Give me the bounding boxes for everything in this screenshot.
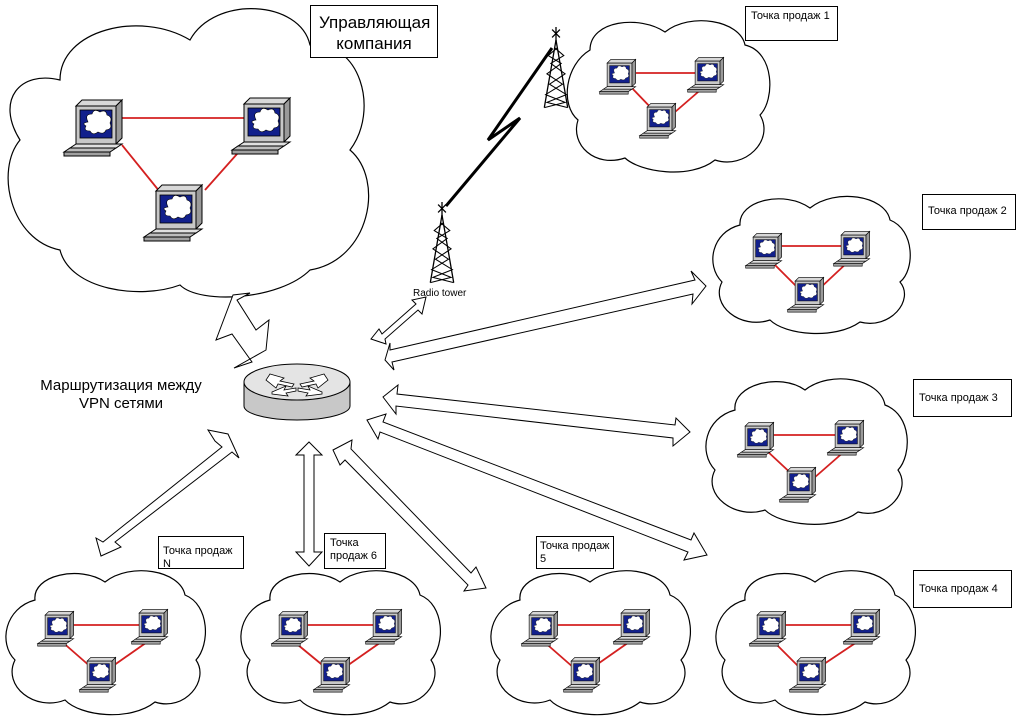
link-arrow-site-n [95, 429, 240, 557]
site-label-5: Точка продаж 5 [536, 536, 614, 569]
radio-tower-label: Radio tower [413, 288, 467, 299]
cloud-site-6 [240, 570, 441, 716]
vpn-links [95, 270, 708, 592]
link-arrow-site-6 [294, 441, 324, 567]
link-arrow-site-2 [384, 270, 707, 371]
site-label-4: Точка продаж 4 [913, 570, 1012, 608]
link-arrow-tower [370, 296, 427, 345]
site-label-2: Точка продаж 2 [922, 194, 1016, 230]
link-arrow-site-5 [332, 439, 487, 592]
radio-tower-icon [429, 201, 455, 284]
site-label-3: Точка продаж 3 [913, 379, 1012, 417]
router-caption: Маршрутизация между VPN сетями [40, 377, 202, 412]
link-arrow-hq [215, 292, 270, 369]
cloud-site-3 [705, 378, 908, 525]
cloud-site-n [5, 570, 206, 716]
cloud-site-1 [566, 20, 771, 173]
cloud-site-2 [712, 195, 911, 335]
cloud-site-5 [490, 570, 691, 716]
site-label-6: Точка продаж 6 [324, 533, 386, 569]
wireless-link [444, 47, 554, 207]
cloud-site-4 [715, 570, 916, 716]
site-label-n: Точка продаж N [158, 536, 244, 570]
link-arrow-site-3 [382, 383, 691, 448]
cloud-hq [7, 8, 370, 298]
hq-label: Управляющая компания [310, 5, 438, 58]
site-label-1: Точка продаж 1 [745, 6, 838, 41]
radio-tower-icon [543, 26, 569, 109]
link-arrow-site-4 [366, 413, 708, 561]
router-icon [243, 363, 351, 421]
